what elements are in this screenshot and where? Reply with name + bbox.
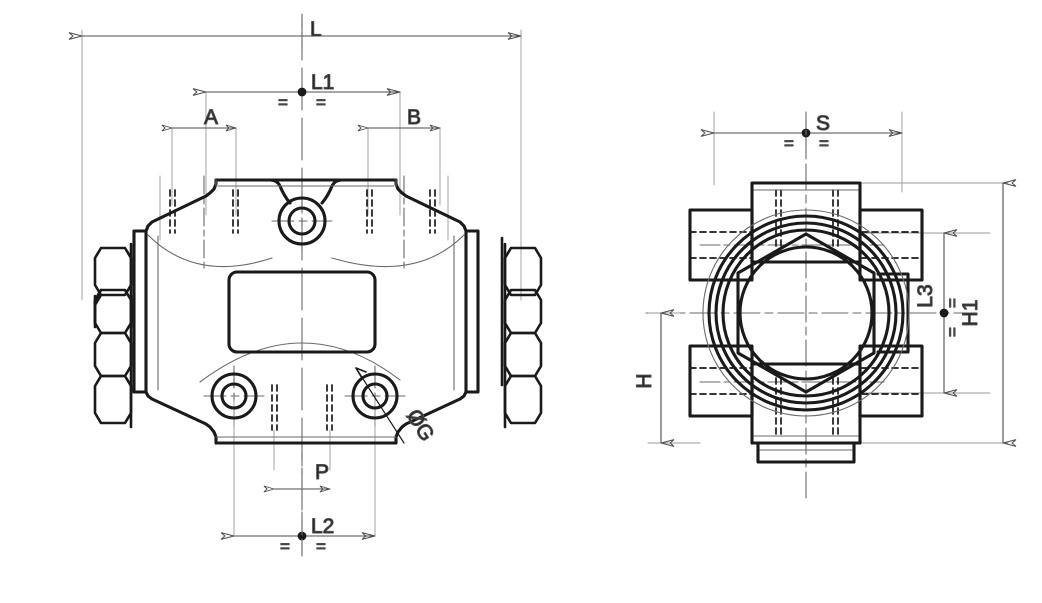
dimension-L: L [82,13,522,51]
side-view-foot [756,441,856,464]
dimension-H1: H1 [958,183,1003,443]
side-view-circles [702,209,910,417]
inner-circle [721,228,891,398]
symmetry-mark-lower: = [943,327,962,337]
side-view-dimensions: S = = H H1 L3 = = [632,111,1003,443]
symmetry-center-dot [939,308,949,318]
dimension-L1: L1 = = [206,70,401,113]
symmetry-mark-left: = [784,134,794,153]
symmetry-mark-right: = [316,537,326,556]
dimension-A-label: A [204,106,218,129]
symmetry-mark-right: = [819,134,829,153]
dimension-P-label: P [315,461,329,484]
outer-circle [707,214,905,412]
front-view-center-pocket [227,270,377,354]
front-view-left-hex-nut [93,236,136,429]
side-view-extension-lines [647,111,1009,444]
dimension-B-label: B [407,106,421,129]
dimension-A: A [172,105,237,129]
outer-reference-circle [702,209,910,417]
side-view-hexagon [736,232,876,394]
side-view [645,111,1009,501]
front-view-centerlines [203,17,406,557]
front-view-body-outline [144,178,468,445]
dimension-L-label: L [310,18,322,41]
symmetry-mark-upper: = [943,298,962,308]
front-view-bottom-left-port [210,372,258,420]
front-view-top-port [277,196,327,246]
dimension-S: S = = [714,111,903,154]
middle-circle [714,221,898,405]
dimension-L3-label: L3 [914,284,937,307]
front-view-right-hex-nut [500,236,543,429]
front-view [81,17,543,557]
front-view-bottom-right-port [351,372,399,420]
symmetry-mark-right: = [316,93,326,112]
dimension-H1-label: H1 [959,300,982,327]
dimension-L3: L3 = = [913,233,963,393]
front-view-flange-profile [132,229,480,394]
front-view-internal-arcs [147,234,465,383]
symmetry-center-dot [297,531,307,541]
dimension-L2: L2 = = [234,511,376,557]
dimension-L1-label: L1 [311,71,334,94]
symmetry-mark-left: = [280,537,290,556]
side-view-block-thin-lines [753,189,859,437]
dimension-H: H [632,313,661,443]
symmetry-center-dot [297,87,307,97]
dimension-B: B [368,105,441,129]
bore-circle [738,245,874,381]
front-view-thin-detail-lines [157,235,455,391]
front-view-hidden-lines [169,189,436,431]
dimension-P: P [274,451,331,501]
front-view-bottom-step [215,179,397,438]
dimension-L2-label: L2 [311,515,334,538]
dimension-S-label: S [816,112,830,135]
symmetry-mark-left: = [278,93,288,112]
dimension-H-label: H [633,373,656,388]
